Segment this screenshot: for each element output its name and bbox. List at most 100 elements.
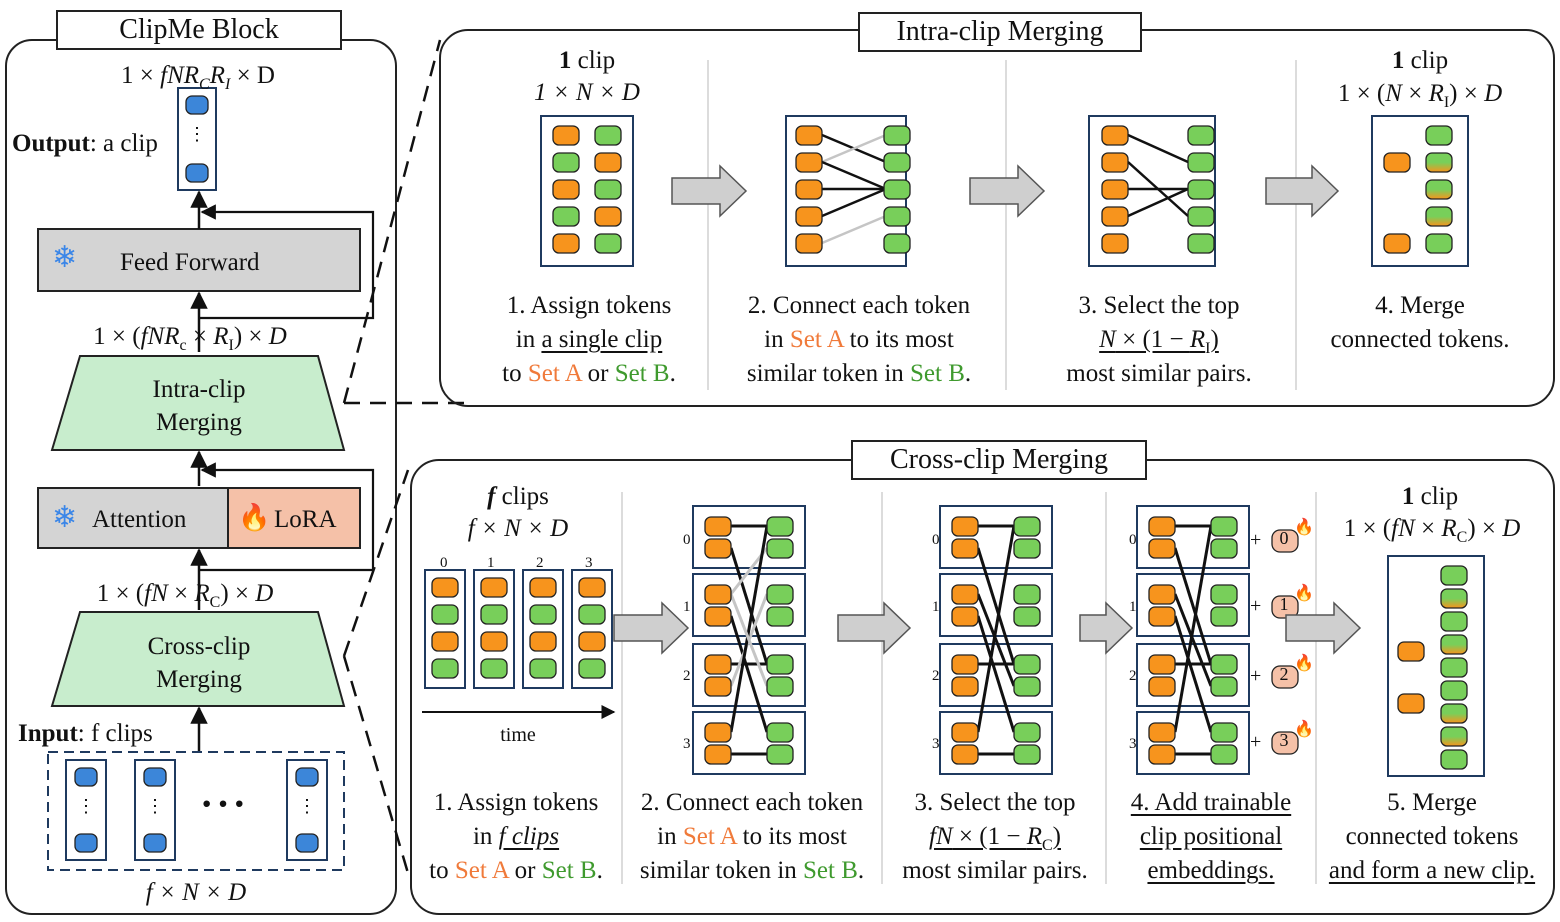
pos-embed-1: 1: [1279, 594, 1289, 614]
input-dimension: f × N × D: [145, 879, 247, 906]
pos-embedding-badge: [1271, 731, 1299, 755]
token: [578, 631, 606, 652]
token: [480, 577, 508, 598]
clip-frame: [522, 569, 564, 689]
token: [594, 233, 622, 254]
output-dimension: 1 × fNRCRI × D: [121, 62, 275, 93]
group-index: 3: [1129, 736, 1137, 752]
cross-col5-dim: 1 × (fN × RC) × D: [1343, 515, 1521, 546]
group-index: 1: [1129, 599, 1137, 615]
token-blue: [143, 767, 167, 787]
group-index: 3: [932, 736, 940, 752]
similarity-edge: [976, 525, 1016, 733]
token: [1210, 744, 1238, 765]
zoom-connector: [342, 655, 412, 881]
selected-edge: [1127, 133, 1189, 164]
token: [431, 631, 459, 652]
intra-merging-label-2: Merging: [156, 409, 242, 436]
token: [1148, 516, 1176, 537]
token: [1210, 722, 1238, 743]
intra-step3-line2: N × (1 − RI): [1099, 326, 1219, 357]
attention-label: Attention: [92, 506, 187, 533]
token: [1440, 634, 1468, 655]
intra-clip-tokens: [540, 115, 634, 267]
cross-step3-line1: 3. Select the top: [914, 789, 1076, 816]
token: [1148, 606, 1176, 627]
similarity-edge: [821, 214, 887, 245]
group-index: 1: [683, 599, 691, 615]
token: [1148, 654, 1176, 675]
plus-sign: +: [1250, 529, 1262, 551]
intra-selected: [1088, 115, 1216, 267]
token: [1187, 125, 1215, 146]
intra-col1-head: 1 clip: [558, 47, 616, 74]
vertical-dots: ⋮: [298, 796, 316, 816]
intra-col4-dim: 1 × (N × RI) × D: [1337, 80, 1503, 111]
token-blue: [143, 833, 167, 853]
intra-col1-dim: 1 × N × D: [534, 79, 640, 106]
similarity-edge: [976, 547, 1016, 665]
similarity-edge: [821, 160, 887, 191]
token: [883, 152, 911, 173]
token: [1148, 538, 1176, 559]
similarity-edge: [1173, 547, 1213, 665]
token: [704, 538, 732, 559]
similarity-edge: [729, 593, 769, 687]
cross-col1-dim: f × N × D: [467, 515, 569, 542]
residual-connection: [199, 462, 375, 572]
lora-box: [227, 487, 361, 549]
similarity-edge: [1173, 615, 1213, 733]
token: [951, 584, 979, 605]
token: [883, 233, 911, 254]
token: [704, 722, 732, 743]
token: [766, 722, 794, 743]
cross-step2-line2: in Set A to its most: [657, 823, 847, 850]
token: [594, 125, 622, 146]
token: [552, 152, 580, 173]
token: [766, 584, 794, 605]
fire-icon: 🔥: [238, 503, 271, 533]
token: [552, 179, 580, 200]
token: [594, 179, 622, 200]
token: [951, 676, 979, 697]
cross-merging-label-2: Merging: [156, 666, 242, 693]
gray-arrow: [837, 601, 912, 655]
similarity-edge: [976, 615, 1016, 733]
token: [1101, 125, 1129, 146]
token: [529, 658, 557, 679]
cross-step4-line3: embeddings.: [1147, 857, 1275, 884]
output-label: Output: a clip: [12, 130, 158, 157]
token: [1187, 179, 1215, 200]
intra-step3-line1: 3. Select the top: [1078, 292, 1240, 319]
token: [704, 676, 732, 697]
intra-merged: [1371, 115, 1469, 267]
input-clips-frame: [47, 751, 345, 871]
token: [1397, 641, 1425, 662]
intra-step1-line3: to Set A or Set B.: [502, 360, 676, 387]
cross-merging-label-1: Cross-clip: [147, 633, 251, 660]
fire-icon: 🔥: [1294, 719, 1314, 738]
token: [1101, 206, 1129, 227]
pos-embedding-badge: [1271, 665, 1299, 689]
token: [1148, 722, 1176, 743]
token: [1210, 676, 1238, 697]
token-blue: [185, 95, 209, 115]
token: [1148, 584, 1176, 605]
selected-edge: [1127, 187, 1189, 218]
token: [552, 206, 580, 227]
clip-group: [1136, 711, 1250, 775]
vertical-dots: ⋮: [146, 796, 164, 816]
token: [1440, 726, 1468, 747]
group-index: 0: [683, 532, 691, 548]
cross-step3-line2: fN × (1 − RC): [929, 823, 1061, 854]
fire-icon: 🔥: [1294, 653, 1314, 672]
clip-frame: [473, 569, 515, 689]
ellipsis: ···: [200, 781, 250, 826]
token: [480, 631, 508, 652]
similarity-edge: [821, 187, 887, 218]
clip-index-0: 0: [440, 555, 448, 571]
token: [552, 233, 580, 254]
token: [1101, 233, 1129, 254]
